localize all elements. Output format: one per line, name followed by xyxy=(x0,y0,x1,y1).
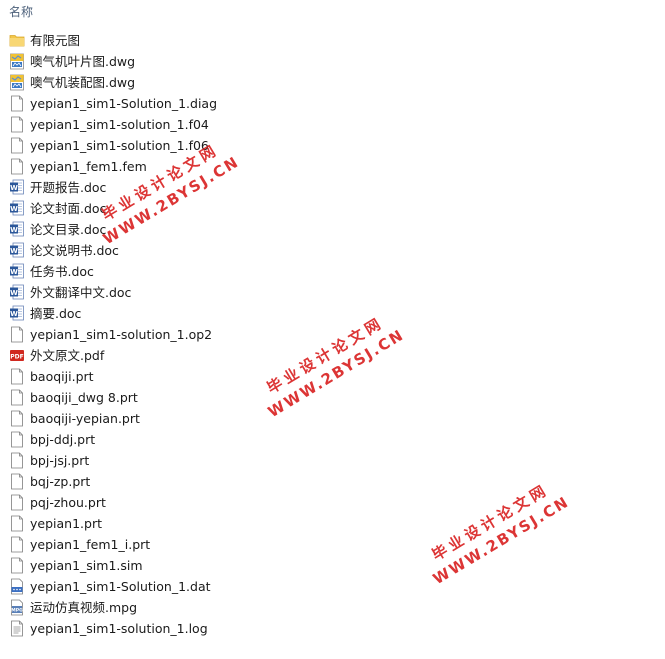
file-name: baoqiji.prt xyxy=(30,369,94,384)
file-name: yepian1_sim1-solution_1.log xyxy=(30,621,208,636)
file-name: 开题报告.doc xyxy=(30,180,107,195)
text-icon xyxy=(9,620,25,637)
file-row[interactable]: W 论文封面.doc xyxy=(0,198,665,219)
file-name: baoqiji_dwg 8.prt xyxy=(30,390,138,405)
file-name: 摘要.doc xyxy=(30,306,82,321)
file-row[interactable]: yepian1_sim1.sim xyxy=(0,555,665,576)
file-row[interactable]: baoqiji.prt xyxy=(0,366,665,387)
word-icon: W xyxy=(9,221,25,238)
file-icon xyxy=(9,116,25,133)
svg-text:W: W xyxy=(10,268,18,276)
svg-text:PDF: PDF xyxy=(10,353,23,360)
file-name: yepian1_sim1-solution_1.f06 xyxy=(30,138,209,153)
file-icon xyxy=(9,494,25,511)
file-name: 噢气机叶片图.dwg xyxy=(30,54,136,69)
file-row[interactable]: yepian1_sim1-Solution_1.dat xyxy=(0,576,665,597)
file-row[interactable]: W 任务书.doc xyxy=(0,261,665,282)
file-row[interactable]: yepian1_fem1_i.prt xyxy=(0,534,665,555)
file-row[interactable]: baoqiji-yepian.prt xyxy=(0,408,665,429)
file-icon xyxy=(9,389,25,406)
word-icon: W xyxy=(9,179,25,196)
file-name: bpj-ddj.prt xyxy=(30,432,96,447)
file-row[interactable]: yepian1_sim1-Solution_1.diag xyxy=(0,93,665,114)
column-header: 名称 xyxy=(0,0,665,26)
file-row[interactable]: 有限元图 xyxy=(0,30,665,51)
file-row[interactable]: MPG 运动仿真视频.mpg xyxy=(0,597,665,618)
file-row[interactable]: 噢气机叶片图.dwg xyxy=(0,51,665,72)
file-row[interactable]: bpj-jsj.prt xyxy=(0,450,665,471)
svg-text:W: W xyxy=(10,310,18,318)
file-name: yepian1_fem1_i.prt xyxy=(30,537,151,552)
file-row[interactable]: bqj-zp.prt xyxy=(0,471,665,492)
file-row[interactable]: yepian1_fem1.fem xyxy=(0,156,665,177)
file-icon xyxy=(9,473,25,490)
dwg-icon xyxy=(9,53,25,70)
word-icon: W xyxy=(9,200,25,217)
svg-text:W: W xyxy=(10,184,18,192)
dwg-icon xyxy=(9,74,25,91)
file-row[interactable]: yepian1_sim1-solution_1.op2 xyxy=(0,324,665,345)
file-row[interactable]: yepian1.prt xyxy=(0,513,665,534)
file-name: 论文目录.doc xyxy=(30,222,107,237)
file-name: 外文原文.pdf xyxy=(30,348,105,363)
video-icon: MPG xyxy=(9,599,25,616)
pdf-icon: PDF xyxy=(9,347,25,364)
file-name: 任务书.doc xyxy=(30,264,94,279)
file-row[interactable]: pqj-zhou.prt xyxy=(0,492,665,513)
file-row[interactable]: W 论文目录.doc xyxy=(0,219,665,240)
file-row[interactable]: W 开题报告.doc xyxy=(0,177,665,198)
svg-text:W: W xyxy=(10,226,18,234)
name-column-header[interactable]: 名称 xyxy=(9,5,34,19)
svg-text:W: W xyxy=(10,289,18,297)
file-icon xyxy=(9,95,25,112)
file-name: 运动仿真视频.mpg xyxy=(30,600,138,615)
file-name: bqj-zp.prt xyxy=(30,474,91,489)
file-row[interactable]: W 论文说明书.doc xyxy=(0,240,665,261)
file-name: yepian1_sim1.sim xyxy=(30,558,143,573)
file-icon xyxy=(9,431,25,448)
file-row[interactable]: W 外文翻译中文.doc xyxy=(0,282,665,303)
svg-text:MPG: MPG xyxy=(11,607,23,613)
file-icon xyxy=(9,515,25,532)
file-row[interactable]: W 摘要.doc xyxy=(0,303,665,324)
file-name: yepian1.prt xyxy=(30,516,102,531)
word-icon: W xyxy=(9,305,25,322)
file-name: bpj-jsj.prt xyxy=(30,453,90,468)
file-icon xyxy=(9,410,25,427)
file-name: pqj-zhou.prt xyxy=(30,495,106,510)
file-row[interactable]: 噢气机装配图.dwg xyxy=(0,72,665,93)
file-name: 外文翻译中文.doc xyxy=(30,285,132,300)
file-name: 有限元图 xyxy=(30,33,81,48)
file-row[interactable]: baoqiji_dwg 8.prt xyxy=(0,387,665,408)
file-name: yepian1_sim1-Solution_1.diag xyxy=(30,96,218,111)
word-icon: W xyxy=(9,263,25,280)
file-icon xyxy=(9,557,25,574)
svg-text:W: W xyxy=(10,205,18,213)
file-icon xyxy=(9,536,25,553)
file-icon xyxy=(9,452,25,469)
file-name: yepian1_fem1.fem xyxy=(30,159,147,174)
file-row[interactable]: yepian1_sim1-solution_1.log xyxy=(0,618,665,639)
file-name: baoqiji-yepian.prt xyxy=(30,411,140,426)
file-row[interactable]: bpj-ddj.prt xyxy=(0,429,665,450)
file-row[interactable]: yepian1_sim1-solution_1.f04 xyxy=(0,114,665,135)
file-icon xyxy=(9,137,25,154)
file-icon xyxy=(9,368,25,385)
svg-text:W: W xyxy=(10,247,18,255)
file-icon xyxy=(9,158,25,175)
file-row[interactable]: PDF 外文原文.pdf xyxy=(0,345,665,366)
dat-icon xyxy=(9,578,25,595)
folder-icon xyxy=(9,32,25,49)
word-icon: W xyxy=(9,242,25,259)
file-list: 有限元图噢气机叶片图.dwg 噢气机装配图.dwg yepian1_sim1-Sol… xyxy=(0,30,665,639)
file-name: yepian1_sim1-Solution_1.dat xyxy=(30,579,211,594)
file-row[interactable]: yepian1_sim1-solution_1.f06 xyxy=(0,135,665,156)
file-name: 论文封面.doc xyxy=(30,201,107,216)
word-icon: W xyxy=(9,284,25,301)
file-name: 噢气机装配图.dwg xyxy=(30,75,136,90)
file-icon xyxy=(9,326,25,343)
file-name: yepian1_sim1-solution_1.op2 xyxy=(30,327,213,342)
file-name: yepian1_sim1-solution_1.f04 xyxy=(30,117,209,132)
file-name: 论文说明书.doc xyxy=(30,243,119,258)
